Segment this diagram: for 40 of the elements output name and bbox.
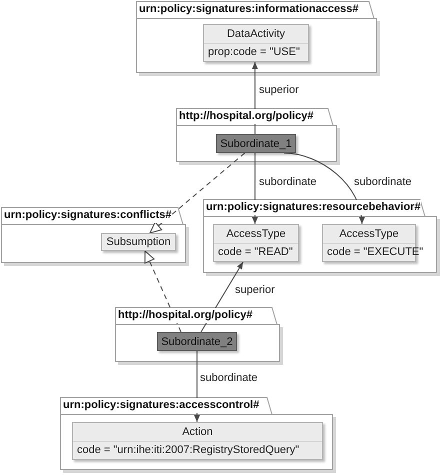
arrow [252, 62, 258, 134]
dashed-arrow [149, 152, 246, 234]
edge-label: superior [235, 284, 275, 297]
edge-label: subordinate [200, 372, 258, 385]
class-box [101, 233, 176, 251]
package-title: urn:policy:signatures:informationaccess# [139, 2, 358, 17]
instance-name: Subordinate_1 [220, 136, 292, 150]
attribute-text: code = "urn:ihe:iti:2007:RegistryStoredQuery" [77, 443, 300, 458]
class-name: AccessType [339, 227, 399, 242]
package-title: http://hospital.org/policy# [118, 308, 252, 323]
arrow [252, 152, 258, 224]
package-frame [176, 108, 340, 165]
package-title: urn:policy:signatures:conflicts# [4, 208, 172, 223]
class-box [203, 24, 309, 62]
package-frame [1, 207, 189, 266]
dashed-arrow [144, 250, 182, 332]
arrow [284, 152, 364, 224]
instance-box [216, 134, 296, 153]
package-title: http://hospital.org/policy# [179, 109, 314, 124]
package-frame [115, 307, 283, 365]
package-frame [136, 1, 380, 76]
edge-label: subordinate [259, 176, 316, 189]
class-name: Action [182, 425, 213, 440]
class-name: DataActivity [226, 27, 286, 42]
edge-label: subordinate [354, 176, 412, 189]
package-frame [203, 199, 440, 276]
class-name: AccessType [226, 227, 286, 242]
arrow [200, 262, 244, 332]
class-box [213, 224, 299, 262]
attribute-text: prop:code = "USE" [208, 45, 300, 60]
package-frame [60, 397, 336, 473]
attribute-text: code = "READ" [218, 245, 293, 260]
package-title: urn:policy:signatures:resourcebehavior# [206, 200, 421, 215]
edge-label: superior [259, 84, 299, 97]
attribute-text: code = "EXECUTE" [327, 245, 424, 260]
class-box [72, 422, 323, 460]
class-name: Subsumption [106, 235, 171, 249]
package-title: urn:policy:signatures:accesscontrol# [63, 398, 260, 413]
instance-box [157, 332, 237, 351]
instance-name: Subordinate_2 [161, 334, 233, 348]
